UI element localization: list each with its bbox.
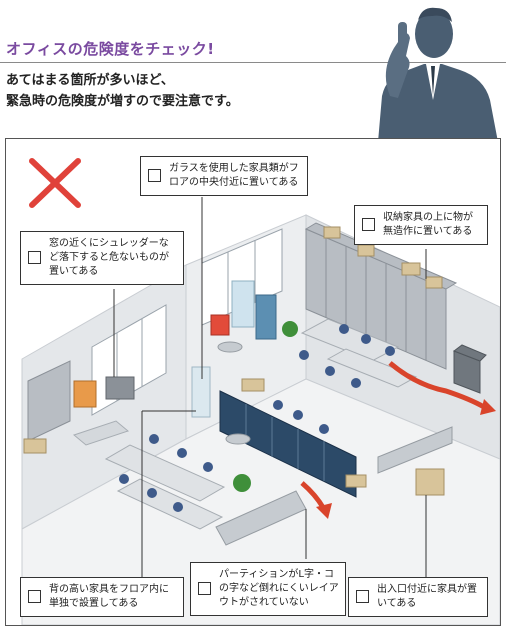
check-item-items-on-storage: 収納家具の上に物が無造作に置いてある [354,205,488,245]
page-title: オフィスの危険度をチェック! [6,40,215,58]
title-rule [0,62,506,63]
subtitle-line-2: 緊急時の危険度が増すので要注意です。 [6,94,239,109]
x-mark-icon [29,158,81,208]
check-item-tall-furniture: 背の高い家具をフロア内に単独で設置してある [20,577,184,617]
office-floor-scene [21,197,500,625]
checkbox[interactable] [148,169,161,182]
check-item-glass-furniture: ガラスを使用した家具類がフロアの中央付近に置いてある [140,156,308,196]
businessman-illustration [378,7,498,142]
page-subtitle: あてはまる箇所が多いほど、 緊急時の危険度が増すので要注意です。 [6,70,239,112]
check-item-partition-layout: パーティションがL字・コの字など倒れにくいレイアウトがされていない [190,562,346,616]
checkbox[interactable] [356,590,369,603]
checkbox[interactable] [198,582,211,595]
office-illustration-panel: ガラスを使用した家具類がフロアの中央付近に置いてある 収納家具の上に物が無造作に… [5,138,501,626]
check-item-label: パーティションがL字・コの字など倒れにくいレイアウトがされていない [219,569,339,608]
subtitle-line-1: あてはまる箇所が多いほど、 [6,73,174,88]
checkbox[interactable] [28,251,41,264]
check-item-label: ガラスを使用した家具類がフロアの中央付近に置いてある [169,163,299,188]
check-item-label: 窓の近くにシュレッダーなど落下すると危ないものが置いてある [49,238,169,277]
checkbox[interactable] [28,590,41,603]
check-item-label: 背の高い家具をフロア内に単独で設置してある [49,584,169,609]
check-item-shredder-near-window: 窓の近くにシュレッダーなど落下すると危ないものが置いてある [20,231,184,285]
check-item-label: 収納家具の上に物が無造作に置いてある [383,212,473,237]
check-item-label: 出入口付近に家具が置いてある [377,584,477,609]
checkbox[interactable] [362,218,375,231]
check-item-furniture-near-exit: 出入口付近に家具が置いてある [348,577,488,617]
